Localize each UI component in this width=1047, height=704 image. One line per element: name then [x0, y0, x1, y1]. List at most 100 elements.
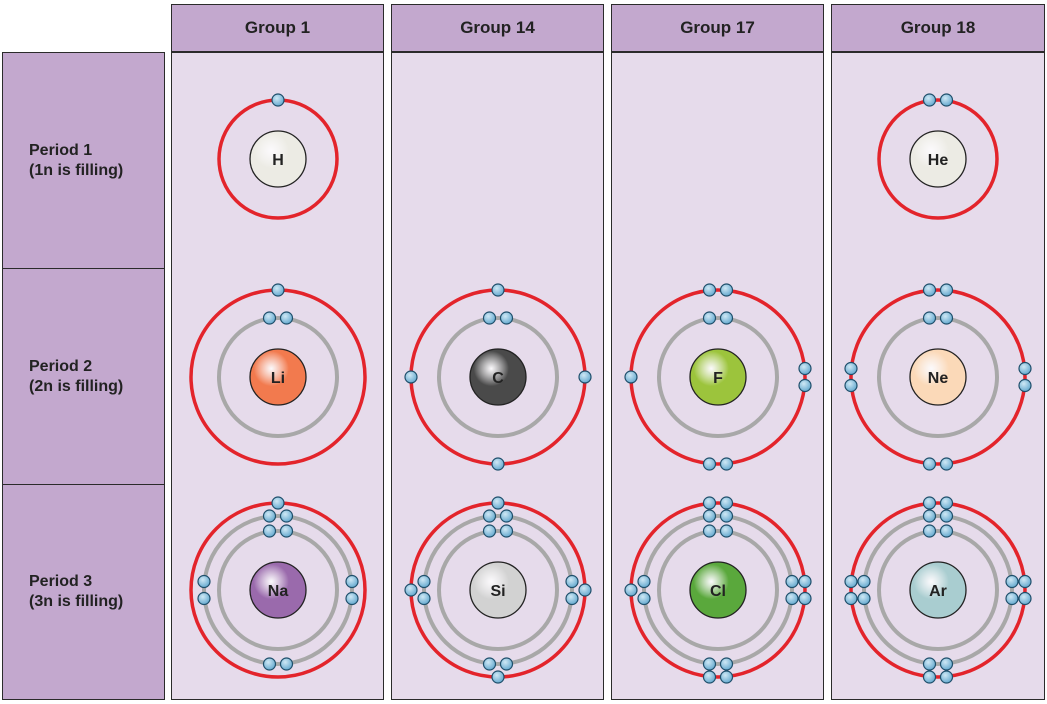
inner-shell	[217, 316, 339, 438]
inner-shell	[217, 529, 339, 651]
atom-ne: Ne	[844, 283, 1032, 471]
electron	[271, 283, 285, 297]
element-symbol: Na	[268, 583, 289, 600]
electron	[785, 574, 799, 589]
row-title: Period 3	[29, 573, 93, 590]
electron	[271, 496, 285, 510]
electron	[262, 657, 277, 671]
electron	[404, 583, 418, 597]
electron	[844, 574, 858, 589]
electron	[499, 311, 514, 325]
element-symbol: He	[928, 152, 949, 169]
nucleus	[249, 130, 307, 188]
electron	[857, 591, 871, 606]
electron	[922, 509, 937, 523]
atom-c: C	[404, 283, 592, 471]
electron	[719, 670, 734, 684]
electron	[482, 657, 497, 671]
electron	[417, 591, 431, 606]
electron	[719, 457, 734, 471]
electron	[844, 378, 858, 393]
electron	[922, 311, 937, 325]
inner-shell	[642, 514, 794, 666]
electron	[719, 496, 734, 510]
electron	[499, 657, 514, 671]
electron	[939, 283, 954, 297]
electron	[565, 574, 579, 589]
nucleus	[469, 561, 527, 619]
column-header-group-17: Group 17	[611, 4, 824, 52]
atom-ar: Ar	[844, 496, 1032, 684]
inner-shell	[657, 316, 779, 438]
electron	[922, 524, 937, 538]
electron	[271, 93, 285, 107]
electron	[262, 311, 277, 325]
electron	[565, 591, 579, 606]
electron	[939, 93, 954, 107]
inner-shell	[877, 529, 999, 651]
row-label-period-1: Period 1 (1n is filling)	[2, 52, 165, 269]
valence-shell	[849, 501, 1027, 679]
row-subtitle: (1n is filling)	[29, 161, 124, 179]
row-title: Period 2	[29, 357, 93, 375]
electron	[482, 524, 497, 538]
electron	[279, 657, 294, 671]
electron	[578, 583, 592, 597]
element-symbol: H	[272, 152, 284, 169]
nucleus	[689, 348, 747, 406]
atom-cl: Cl	[624, 496, 812, 684]
electron	[939, 509, 954, 523]
atom-he: He	[877, 93, 999, 220]
electron	[702, 524, 717, 538]
electron	[922, 657, 937, 671]
electron	[491, 496, 505, 510]
electron	[279, 524, 294, 538]
electron	[719, 283, 734, 297]
electron	[491, 457, 505, 471]
electron	[702, 670, 717, 684]
electron	[922, 283, 937, 297]
nucleus	[469, 348, 527, 406]
electron	[1005, 574, 1019, 589]
electron	[844, 361, 858, 376]
electron	[702, 311, 717, 325]
electron	[417, 574, 431, 589]
atom-si: Si	[404, 496, 592, 684]
electron	[1005, 591, 1019, 606]
element-symbol: Ar	[929, 583, 947, 600]
electron	[345, 591, 359, 606]
electron	[624, 370, 638, 384]
element-symbol: C	[492, 370, 504, 387]
electron	[1018, 378, 1032, 393]
valence-shell	[849, 288, 1027, 466]
electron	[482, 509, 497, 523]
electron	[637, 591, 651, 606]
electron	[1018, 574, 1032, 589]
element-symbol: Li	[271, 370, 285, 387]
nucleus	[909, 130, 967, 188]
electron	[857, 574, 871, 589]
nucleus	[689, 561, 747, 619]
element-symbol: Si	[490, 583, 505, 600]
electron	[939, 657, 954, 671]
row-subtitle: (2n is filling)	[29, 377, 124, 395]
electron	[491, 283, 505, 297]
electron	[719, 524, 734, 538]
electron	[702, 496, 717, 510]
atom-h: H	[217, 93, 339, 220]
electron	[345, 574, 359, 589]
electron	[262, 509, 277, 523]
electron	[719, 657, 734, 671]
electron	[798, 574, 812, 589]
nucleus	[249, 561, 307, 619]
electron	[482, 311, 497, 325]
electron	[279, 311, 294, 325]
inner-shell	[877, 316, 999, 438]
electron	[922, 93, 937, 107]
electron	[719, 509, 734, 523]
electron	[702, 657, 717, 671]
electron	[798, 378, 812, 393]
inner-shell	[437, 529, 559, 651]
element-symbol: F	[713, 370, 723, 387]
row-title: Period 1	[29, 141, 93, 159]
